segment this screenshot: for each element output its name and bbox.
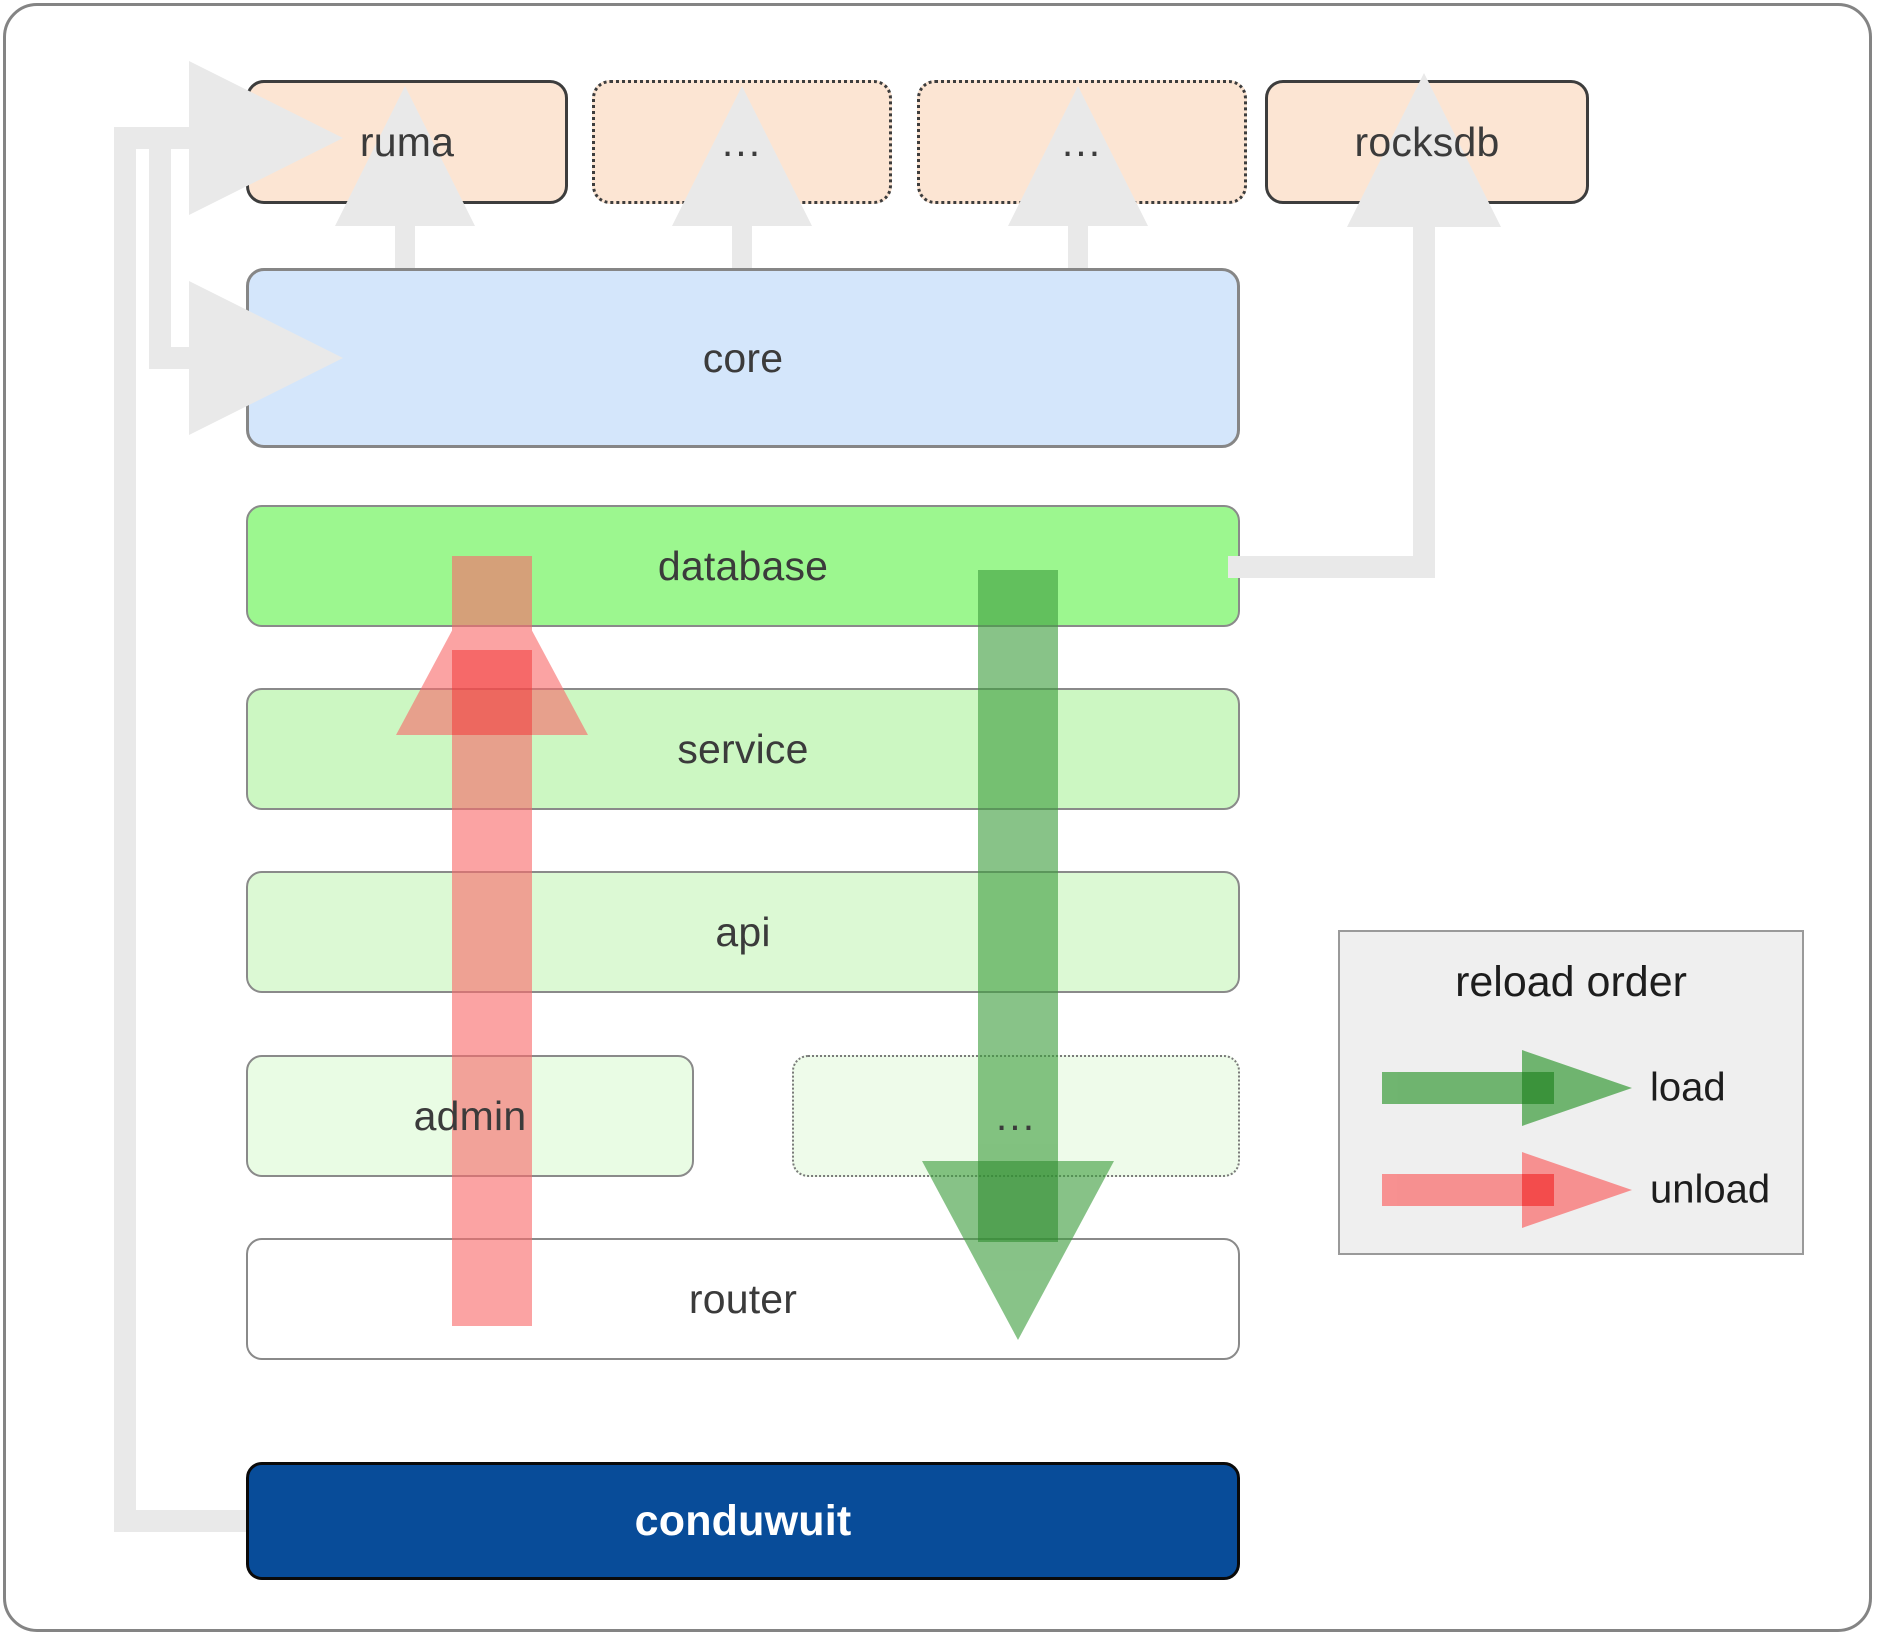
- root-crate-box[interactable]: conduwuit: [246, 1462, 1240, 1580]
- root-crate-label: conduwuit: [634, 1496, 852, 1545]
- layer-box-service[interactable]: service: [246, 688, 1240, 810]
- legend-row-unload: unload: [1340, 1152, 1802, 1228]
- dependency-box-placeholder-2[interactable]: ...: [917, 80, 1247, 204]
- core-label: core: [702, 334, 784, 381]
- layer-box-database[interactable]: database: [246, 505, 1240, 627]
- dependency-label: ...: [1061, 118, 1103, 165]
- core-box[interactable]: core: [246, 268, 1240, 448]
- legend-label-load: load: [1650, 1065, 1726, 1110]
- dependency-box-ruma[interactable]: ruma: [246, 80, 568, 204]
- layer-label: api: [715, 908, 771, 955]
- load-arrow-icon: [1382, 1050, 1632, 1126]
- layer-box-admin[interactable]: admin: [246, 1055, 694, 1177]
- legend-row-load: load: [1340, 1050, 1802, 1126]
- layer-label: database: [657, 542, 829, 589]
- legend-label-unload: unload: [1650, 1167, 1771, 1212]
- dependency-box-rocksdb[interactable]: rocksdb: [1265, 80, 1589, 204]
- layer-label: ...: [995, 1092, 1037, 1139]
- dependency-label: ruma: [359, 118, 455, 165]
- layer-label: router: [688, 1275, 798, 1322]
- layer-box-router[interactable]: router: [246, 1238, 1240, 1360]
- layer-label: admin: [413, 1092, 527, 1139]
- layer-label: service: [677, 725, 809, 772]
- layer-box-placeholder[interactable]: ...: [792, 1055, 1240, 1177]
- dependency-label: rocksdb: [1354, 118, 1500, 165]
- legend-title: reload order: [1455, 958, 1687, 1006]
- legend-panel: reload order load unload: [1338, 930, 1804, 1255]
- dependency-box-placeholder-1[interactable]: ...: [592, 80, 892, 204]
- unload-arrow-icon: [1382, 1152, 1632, 1228]
- dependency-label: ...: [721, 118, 763, 165]
- layer-box-api[interactable]: api: [246, 871, 1240, 993]
- diagram-frame: [3, 3, 1872, 1632]
